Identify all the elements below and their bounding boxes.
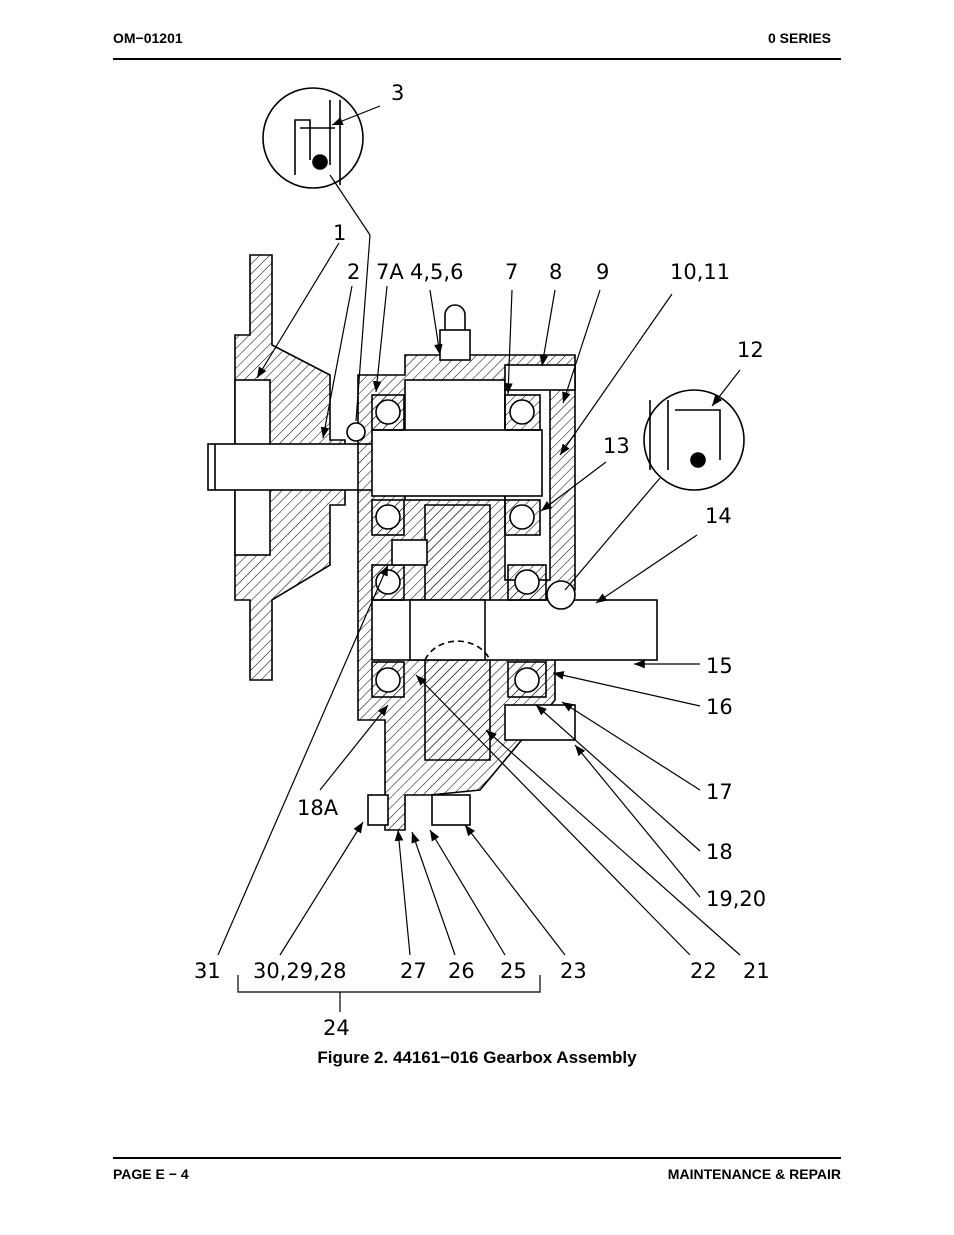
callout-3: 3 xyxy=(391,81,404,105)
callout-17: 17 xyxy=(706,780,733,804)
callout-18: 18 xyxy=(706,840,733,864)
callout-21: 21 xyxy=(743,959,770,983)
section-title: MAINTENANCE & REPAIR xyxy=(667,1166,841,1182)
footer-rule xyxy=(113,1157,841,1159)
callout-2: 2 xyxy=(347,260,360,284)
callout-15: 15 xyxy=(706,654,733,678)
callout-9: 9 xyxy=(596,260,609,284)
callout-27: 27 xyxy=(400,959,427,983)
callout-14: 14 xyxy=(705,504,732,528)
callout-7a: 7A xyxy=(376,260,404,284)
seal-detail-right xyxy=(643,389,745,491)
series-label: 0 SERIES xyxy=(767,30,831,46)
figure-caption: Figure 2. 44161−016 Gearbox Assembly xyxy=(317,1048,637,1067)
callout-18a: 18A xyxy=(297,796,339,820)
callout-23: 23 xyxy=(560,959,587,983)
document-number: OM−01201 xyxy=(113,30,183,46)
gearbox-body xyxy=(207,254,658,831)
callout-16: 16 xyxy=(706,695,733,719)
callout-8: 8 xyxy=(549,260,562,284)
callout-7: 7 xyxy=(505,260,518,284)
callout-22: 22 xyxy=(690,959,717,983)
callout-4-5-6: 4,5,6 xyxy=(410,260,463,284)
callout-24: 24 xyxy=(323,1016,350,1040)
callout-31: 31 xyxy=(194,959,221,983)
callout-12: 12 xyxy=(737,338,764,362)
callout-13: 13 xyxy=(603,434,630,458)
callout-10-11: 10,11 xyxy=(670,260,730,284)
leader-lines xyxy=(217,105,741,1012)
callout-19-20: 19,20 xyxy=(706,887,766,911)
callout-labels: 1 2 3 7A 4,5,6 7 8 9 10,11 12 13 14 15 1… xyxy=(194,81,770,1040)
page-number: PAGE E − 4 xyxy=(113,1166,189,1182)
callout-25: 25 xyxy=(500,959,527,983)
seal-detail-top xyxy=(262,87,364,189)
callout-26: 26 xyxy=(448,959,475,983)
callout-1: 1 xyxy=(333,221,346,245)
callout-30-29-28: 30,29,28 xyxy=(253,959,347,983)
header-rule xyxy=(113,58,841,60)
